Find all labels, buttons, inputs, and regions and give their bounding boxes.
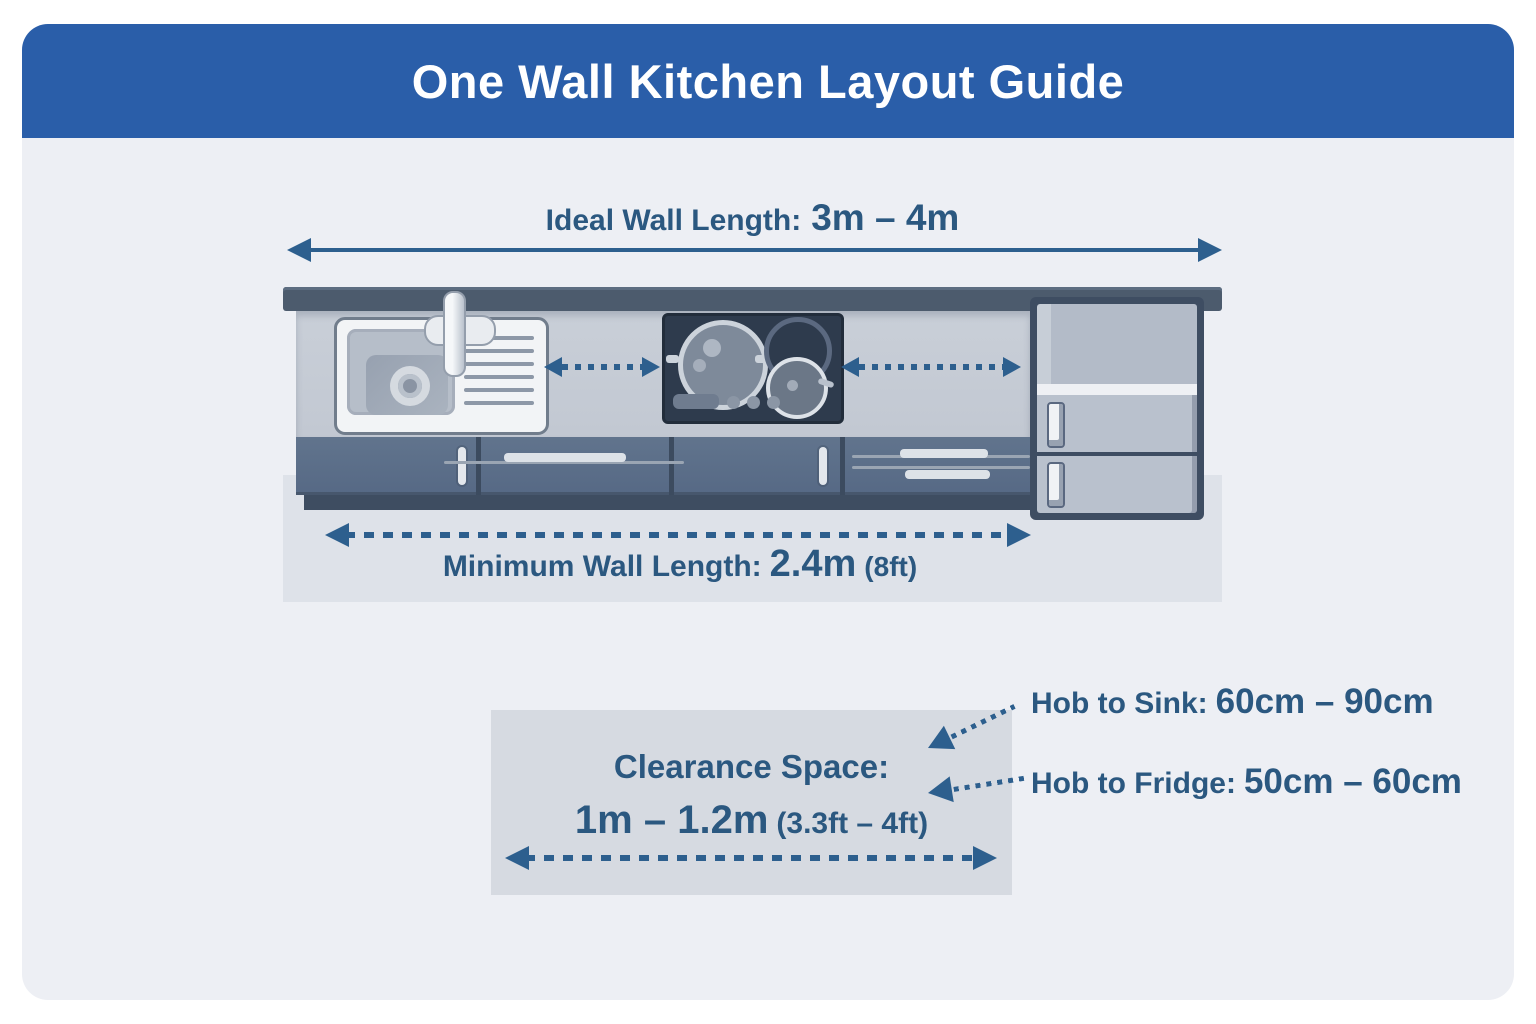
fridge-handle: [1047, 402, 1065, 448]
pot-handle: [755, 355, 768, 363]
hob-knob-icon: [767, 396, 780, 409]
dotted-pointer-line: [953, 775, 1026, 792]
hob-to-fridge-arrow: [841, 355, 1021, 379]
hob-control-panel: [673, 394, 719, 409]
fridge: [1030, 297, 1204, 520]
clearance-space-box: Clearance Space: 1m – 1.2m(3.3ft – 4ft): [491, 710, 1012, 895]
fridge-bottom-door: [1037, 456, 1197, 513]
header-banner: One Wall Kitchen Layout Guide: [22, 24, 1514, 138]
arrow-left-head-icon: [841, 357, 859, 377]
cabinet-door-handle: [458, 447, 466, 485]
clearance-space-value: 1m – 1.2m: [574, 798, 769, 842]
cabinet-divider: [840, 437, 845, 495]
arrow-right-head-icon: [1003, 357, 1021, 377]
arrow-left-head-icon: [544, 357, 562, 377]
pan-icon: [766, 357, 828, 419]
fridge-handle: [1047, 462, 1065, 508]
ideal-wall-length-label: Ideal Wall Length: 3m – 4m: [283, 197, 1222, 239]
hob-knob-icon: [727, 396, 740, 409]
base-cabinets: [296, 437, 1030, 495]
pot-highlight: [703, 339, 721, 357]
drawer-handle: [905, 470, 990, 479]
fridge-divider: [1037, 384, 1197, 395]
sink-to-hob-arrow: [544, 355, 660, 379]
fridge-top-panel: [1037, 304, 1197, 384]
drainer-groove: [464, 362, 534, 366]
sink-drain-hole: [398, 374, 422, 398]
arrow-right-head-icon: [1007, 523, 1031, 547]
dotted-arrow-line: [562, 364, 642, 370]
arrow-head-icon: [925, 776, 954, 806]
arrow-line: [305, 248, 1204, 252]
clearance-space-note: (3.3ft – 4ft): [776, 807, 929, 840]
sink: [334, 291, 549, 435]
clearance-space-value-line: 1m – 1.2m(3.3ft – 4ft): [491, 798, 1012, 843]
hob-knob-icon: [747, 396, 760, 409]
cabinet-door-handle: [819, 447, 827, 485]
pot-highlight: [693, 359, 706, 372]
drawer-handle: [504, 453, 626, 462]
arrow-right-head-icon: [1198, 238, 1222, 262]
minimum-wall-length-note: (8ft): [864, 551, 918, 582]
hob-to-sink-label: Hob to Sink:60cm – 90cm: [1031, 682, 1434, 722]
minimum-wall-length-arrow: [325, 523, 1031, 547]
dashed-arrow-line: [525, 855, 977, 861]
drawer-handle-line: [852, 466, 1030, 469]
dashed-arrow-line: [345, 532, 1011, 538]
arrow-right-head-icon: [642, 357, 660, 377]
cabinet-divider: [669, 437, 674, 495]
hob-to-sink-text: Hob to Sink:: [1031, 687, 1208, 720]
ideal-wall-length-arrow: [287, 238, 1222, 262]
pan-highlight: [787, 380, 798, 391]
drainer-groove: [464, 336, 534, 340]
drainer-groove: [464, 401, 534, 405]
faucet-icon: [443, 291, 466, 377]
drawer-handle-line: [444, 461, 684, 464]
toe-kick: [304, 495, 1030, 510]
hob-to-fridge-text: Hob to Fridge:: [1031, 767, 1236, 800]
minimum-wall-length-text: Minimum Wall Length:: [442, 550, 762, 583]
drainer-groove: [464, 388, 534, 392]
drainer-groove: [464, 375, 534, 379]
minimum-wall-length-value: 2.4m: [769, 543, 857, 585]
clearance-space-label: Clearance Space:: [613, 748, 890, 785]
hob-to-fridge-label: Hob to Fridge:50cm – 60cm: [1031, 762, 1462, 802]
pot-handle: [666, 355, 679, 363]
hob-to-fridge-value: 50cm – 60cm: [1243, 762, 1462, 801]
dotted-arrow-line: [859, 364, 1003, 370]
page-title: One Wall Kitchen Layout Guide: [411, 54, 1125, 108]
sink-drain-icon: [390, 366, 430, 406]
fridge-middle-door: [1037, 395, 1197, 452]
ideal-wall-length-text: Ideal Wall Length:: [545, 204, 802, 237]
hob-to-sink-value: 60cm – 90cm: [1215, 682, 1434, 721]
cabinet-divider: [476, 437, 481, 495]
sink-bowl: [347, 329, 455, 415]
drainer-groove: [464, 349, 534, 353]
clearance-space-arrow: [505, 846, 997, 870]
drawer-handle: [900, 449, 988, 458]
minimum-wall-length-label: Minimum Wall Length:2.4m(8ft): [330, 543, 1030, 586]
ideal-wall-length-value: 3m – 4m: [811, 197, 960, 238]
hob: [662, 313, 844, 424]
arrow-right-head-icon: [973, 846, 997, 870]
